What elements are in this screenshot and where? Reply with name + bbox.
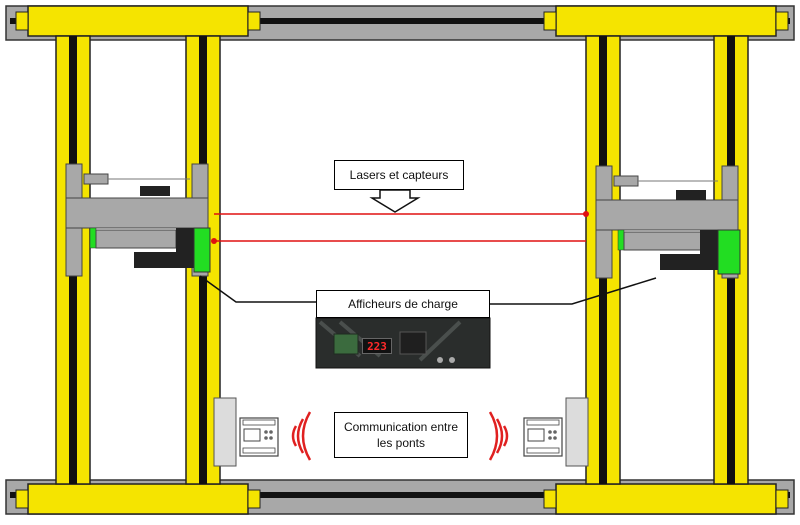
load-display-reading: 223 [362,338,392,354]
communication-label-line2: les ponts [376,436,426,450]
right-side-block [565,397,589,467]
afficheurs-label: Afficheurs de charge [316,290,490,318]
left-trolley [65,163,211,277]
right-trolley [595,165,741,279]
communication-label-line1: Communication entre [343,420,459,434]
lasers-label: Lasers et capteurs [334,160,464,190]
laser-beams [211,211,589,244]
top-frame [5,5,795,41]
communication-label: Communication entre les ponts [334,412,468,458]
wireless-signal-icon [291,411,312,461]
left-side-block [213,397,237,467]
down-arrow-icon [369,189,421,213]
plc-controller-icon [523,417,563,457]
wireless-signal-icon [488,411,509,461]
plc-controller-icon [239,417,279,457]
load-display-photo [315,317,491,369]
load-display-connectors [199,275,657,305]
bottom-frame [5,479,795,515]
